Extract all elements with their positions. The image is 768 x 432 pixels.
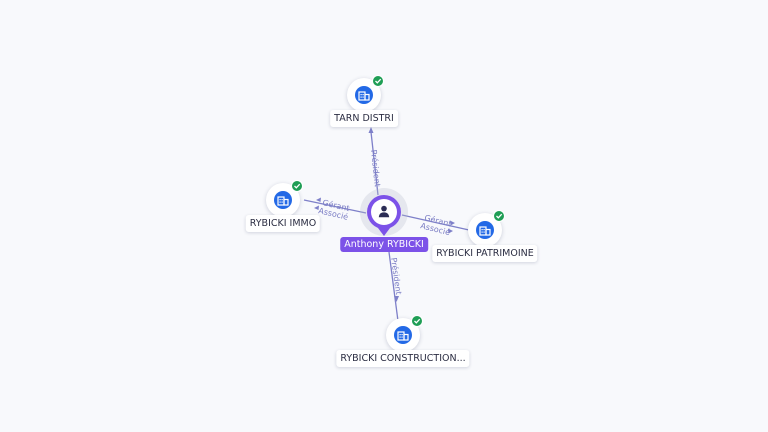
building-icon [394,326,412,344]
edge-arrow-tarn [368,127,374,133]
person-node-anthony-rybicki[interactable] [367,195,401,229]
edge-arrow-immo-2 [314,205,319,210]
company-node-rybicki-immo[interactable] [266,180,303,217]
building-icon [355,86,373,104]
edge-arrow-immo-1 [316,197,321,202]
company-label-tarn-distri[interactable]: TARN DISTRI [330,110,398,127]
edge-label-construction-president: Président [389,257,404,295]
edge-arrow-patrimoine-1 [450,220,455,226]
verified-check-icon [291,180,303,192]
person-icon [371,199,397,225]
verified-check-icon [372,75,384,87]
edge-arrow-construction [394,296,399,302]
company-node-rybicki-patrimoine[interactable] [468,210,505,247]
company-label-rybicki-construction[interactable]: RYBICKI CONSTRUCTION... [336,350,470,367]
company-node-rybicki-construction[interactable] [386,315,423,352]
edge-line-tarn [370,131,379,196]
edge-arrow-patrimoine-2 [448,228,453,234]
person-pin-pointer [378,228,390,236]
building-icon [274,191,292,209]
edge-line-construction [388,251,399,322]
company-label-rybicki-patrimoine[interactable]: RYBICKI PATRIMOINE [432,245,538,262]
edge-label-tarn-president: Président [369,149,383,187]
verified-check-icon [411,315,423,327]
edge-line-patrimoine [401,214,470,231]
building-icon [476,221,494,239]
company-node-tarn-distri[interactable] [347,75,384,112]
person-label-anthony-rybicki[interactable]: Anthony RYBICKI [340,237,428,252]
edge-line-immo [303,199,367,214]
verified-check-icon [493,210,505,222]
company-label-rybicki-immo[interactable]: RYBICKI IMMO [245,215,321,232]
